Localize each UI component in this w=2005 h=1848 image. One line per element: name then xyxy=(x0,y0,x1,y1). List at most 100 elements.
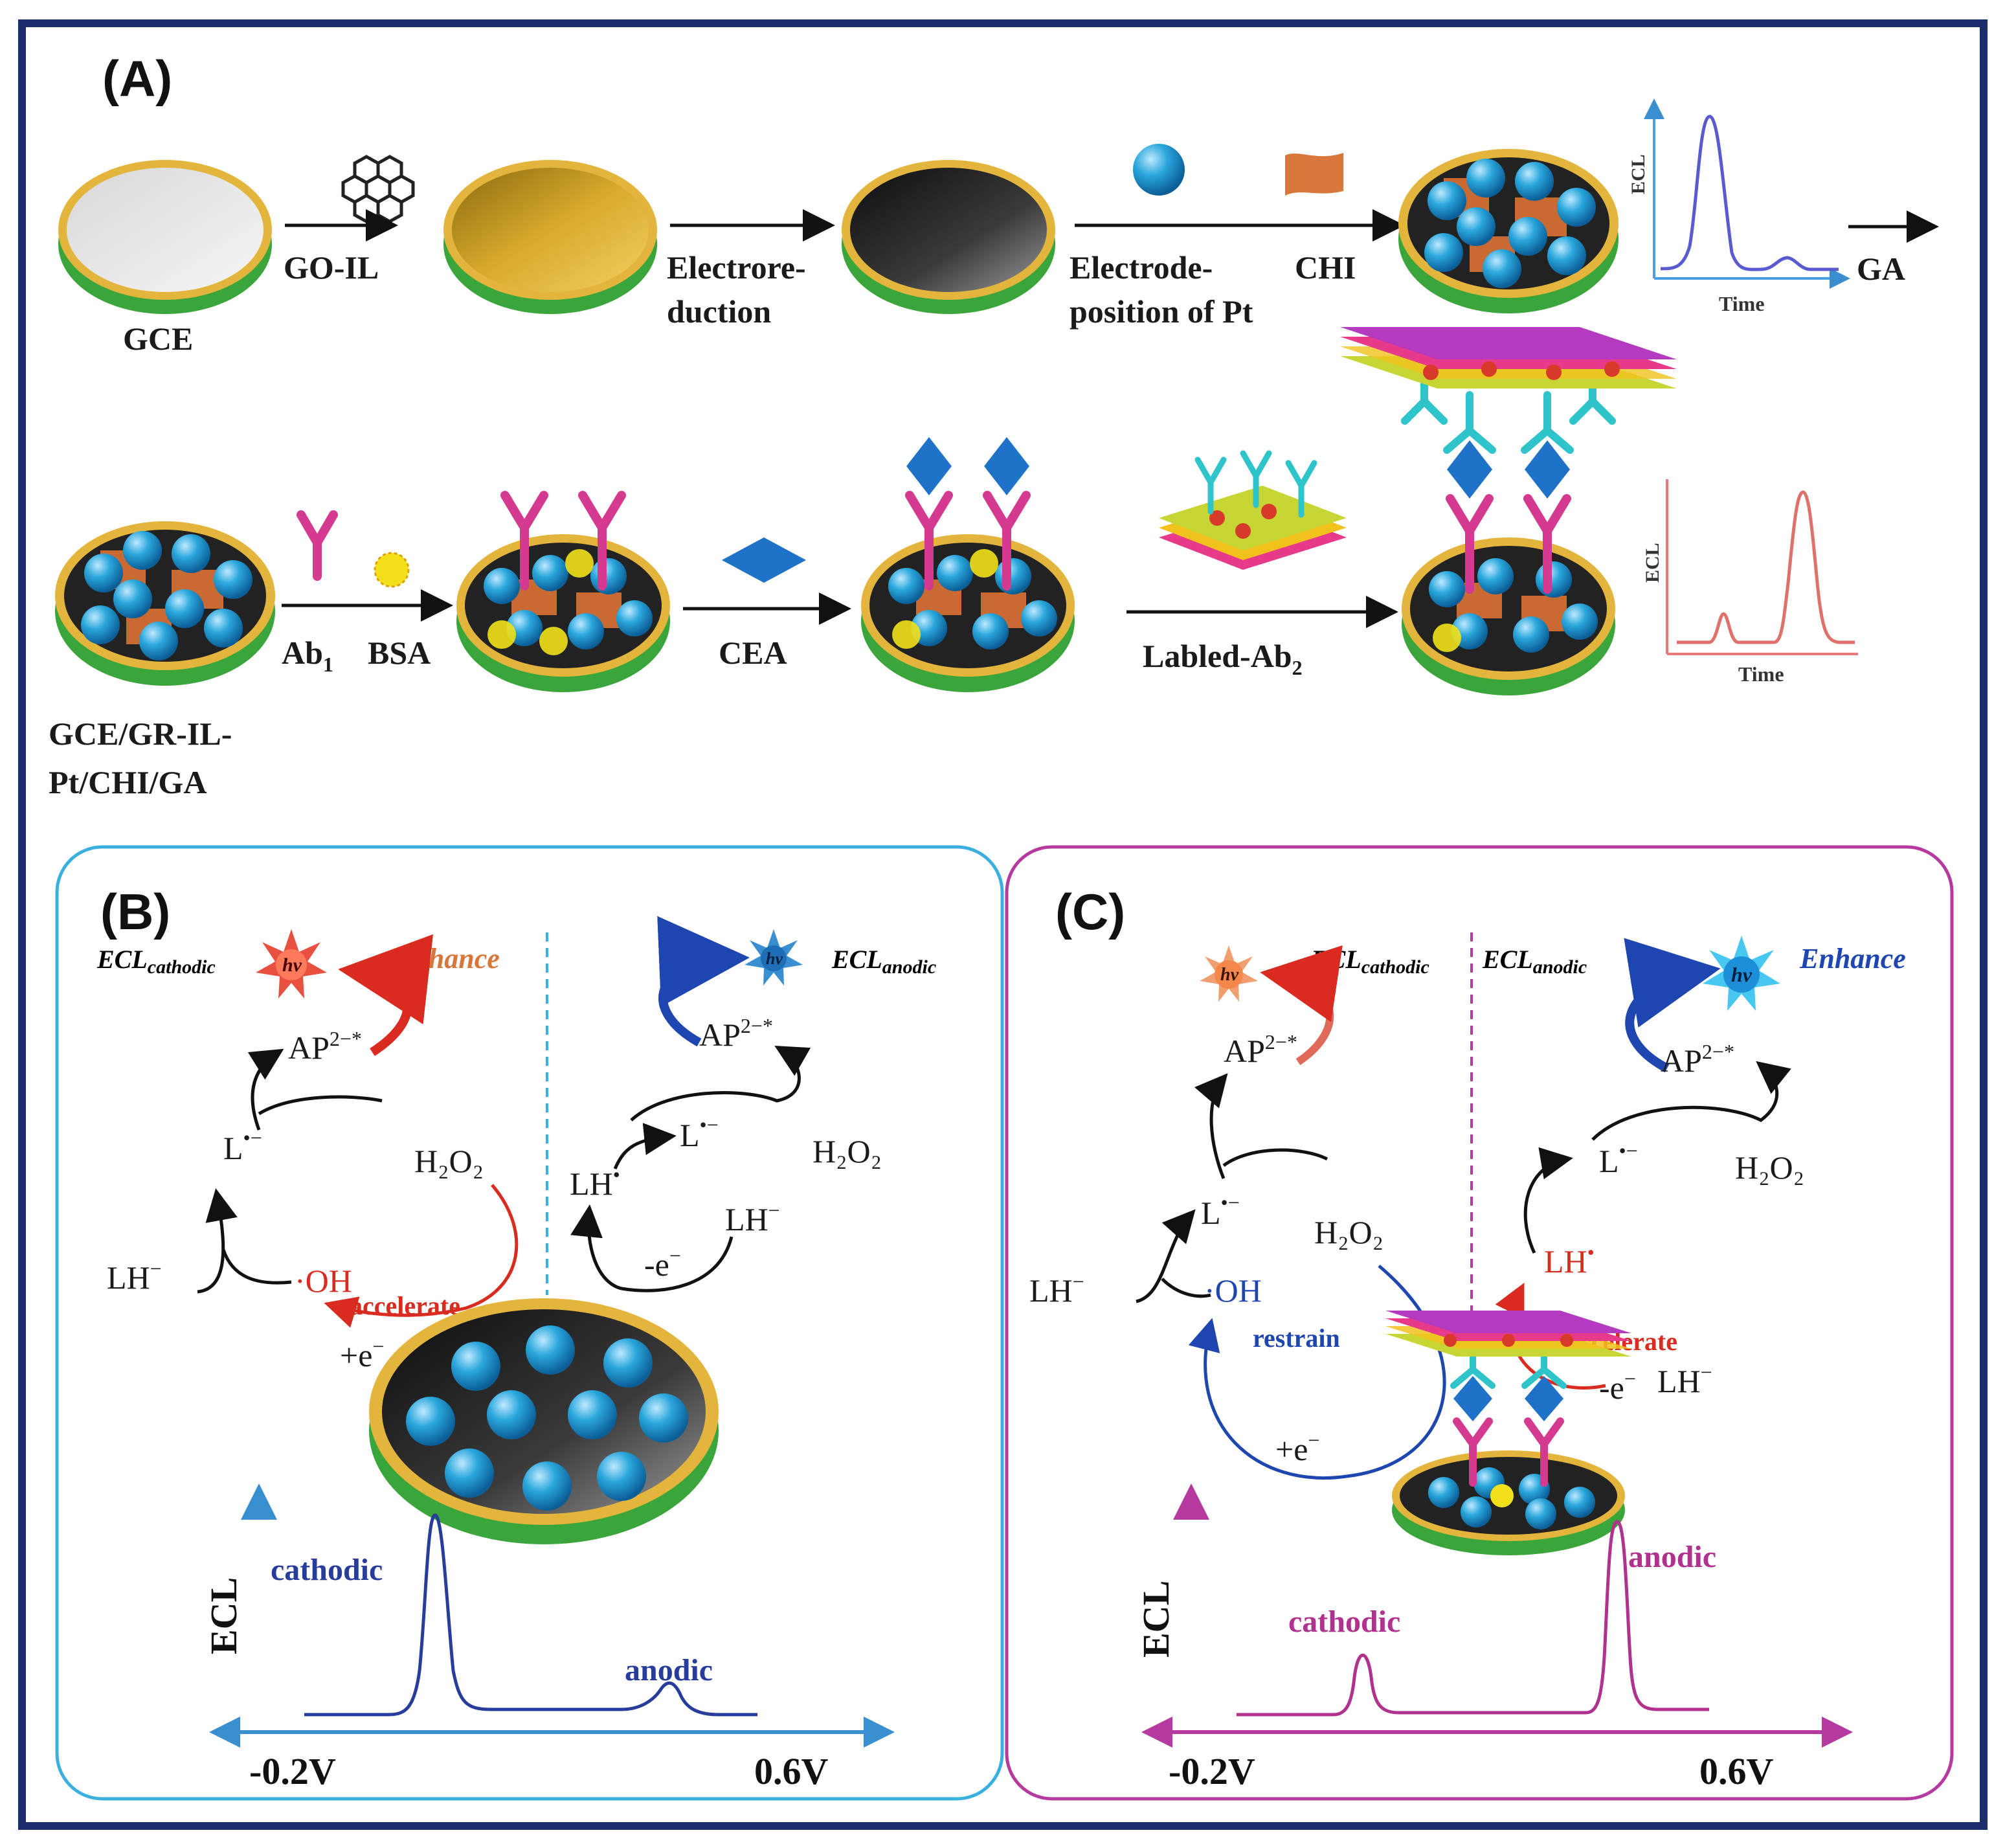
b-x-left: -0.2V xyxy=(249,1750,336,1792)
sandwich-immunosensor xyxy=(1340,327,1677,695)
chitosan-icon xyxy=(1285,153,1343,196)
b-plus-e: +e− xyxy=(340,1335,384,1373)
b-oh-curve xyxy=(221,1249,292,1285)
panel-c-label: (C) xyxy=(1055,883,1125,940)
panel-c-frame xyxy=(1005,845,1954,1801)
panel-a-label: (A) xyxy=(102,50,172,107)
b-ap-left: AP2−* xyxy=(288,1027,362,1066)
c-lh-radical-to-l-arrow xyxy=(1523,1147,1573,1254)
graphene-icon xyxy=(341,155,415,223)
c-hv-cathodic-icon: hv xyxy=(1200,945,1258,1002)
plot-a1-ylabel: ECL xyxy=(1628,154,1649,194)
electrode-go-il xyxy=(443,160,657,314)
b-cathodic-label: cathodic xyxy=(271,1553,383,1587)
c-ecl-anodic-label: ECLanodic xyxy=(1482,945,1587,978)
panel-a-ecl-plot-before: ECL Time xyxy=(1628,98,1850,315)
b-h2o2-join-curve xyxy=(258,1095,383,1116)
b-hv-anodic-icon: hv xyxy=(745,929,803,986)
electrodeposition-label-1: Electrode- xyxy=(1070,249,1213,286)
b-ecl-plot: ECL cathodic anodic -0.2V 0.6V xyxy=(203,1483,895,1792)
electrode-gr-il xyxy=(842,160,1055,314)
bsa-label: BSA xyxy=(368,635,431,671)
electrode-bare-gce xyxy=(58,160,272,314)
electrode-modified xyxy=(55,521,275,686)
b-electrode-pt xyxy=(369,1298,719,1544)
panel-a-ecl-plot-after: ECL Time xyxy=(1642,479,1858,686)
svg-text:hv: hv xyxy=(766,949,783,968)
c-minus-e: -e− xyxy=(1599,1367,1636,1406)
b-ylabel: ECL xyxy=(203,1577,245,1654)
svg-text:hv: hv xyxy=(282,954,302,976)
labeled-ab2-label: Labled-Ab2 xyxy=(1143,638,1303,679)
c-lh-to-l-arrow xyxy=(1136,1209,1196,1303)
b-enhance-label: Enhance xyxy=(393,943,500,975)
b-enhance-arrow xyxy=(338,934,434,1056)
cea-antigen-icon xyxy=(722,537,806,583)
c-lh-minus-right: LH− xyxy=(1657,1360,1712,1399)
b-lh-to-l-arrow xyxy=(197,1188,238,1294)
b-anodic-label: anodic xyxy=(625,1653,713,1687)
c-sandwich-electrode xyxy=(1385,1311,1631,1555)
c-ecl-plot: ECL cathodic anodic -0.2V 0.6V xyxy=(1135,1483,1853,1792)
b-l-radical-left: L•− xyxy=(223,1126,262,1166)
b-anodic-join-curve xyxy=(630,1046,811,1121)
electrode-with-ab1 xyxy=(456,491,670,692)
b-l-to-ap-arrow xyxy=(247,1048,284,1131)
c-anodic-enhance-arrow xyxy=(1624,938,1721,1073)
c-oh-radical: ·OH xyxy=(1204,1272,1262,1309)
svg-text:hv: hv xyxy=(1731,963,1753,986)
electroreduction-label-2: duction xyxy=(667,293,771,330)
ab1-label: Ab1 xyxy=(282,635,333,676)
c-ap-left: AP2−* xyxy=(1224,1030,1297,1069)
b-anodic-emission-arrow xyxy=(657,916,750,1047)
svg-text:hv: hv xyxy=(1220,965,1239,985)
plot-a2-ylabel: ECL xyxy=(1642,543,1663,583)
c-restrain-label: restrain xyxy=(1253,1324,1340,1353)
c-lh-radical: LH• xyxy=(1544,1241,1595,1279)
b-lh-radical: LH• xyxy=(570,1163,620,1202)
c-x-left: -0.2V xyxy=(1169,1750,1255,1792)
b-ecl-curve xyxy=(304,1513,757,1717)
electrode-pt-chi xyxy=(1398,149,1619,313)
b-ecl-anodic-label: ECLanodic xyxy=(831,945,936,978)
c-ecl-curve xyxy=(1237,1520,1709,1717)
b-minus-e: -e− xyxy=(644,1244,681,1283)
b-ap-right: AP2−* xyxy=(699,1014,773,1053)
c-ecl-cathodic-label: ECLcathodic xyxy=(1310,945,1429,978)
outer-frame xyxy=(18,19,1988,1830)
electroreduction-label-1: Electrore- xyxy=(667,249,806,286)
plot-a1-xlabel: Time xyxy=(1719,292,1765,315)
c-ap-right: AP2−* xyxy=(1661,1040,1734,1079)
ga-label: GA xyxy=(1857,251,1905,287)
bsa-icon xyxy=(374,552,410,588)
b-h2o2-to-oh-arrow xyxy=(324,1184,519,1328)
cea-label: CEA xyxy=(719,635,787,671)
c-x-right: 0.6V xyxy=(1699,1750,1774,1792)
antibody-ab1-icon xyxy=(297,510,338,581)
b-accelerate-label: accelerate xyxy=(350,1291,460,1320)
c-l-radical-left: L•− xyxy=(1201,1191,1240,1231)
c-hv-anodic-icon: hv xyxy=(1703,936,1780,1011)
b-lh-radical-to-l-arrow xyxy=(613,1123,677,1169)
electrode-with-cea xyxy=(861,437,1075,692)
b-h2o2-left: H₂O₂ xyxy=(414,1143,484,1179)
panel-b-label: (B) xyxy=(100,883,170,940)
c-cathodic-emission-arrow xyxy=(1260,945,1343,1065)
c-oh-curve xyxy=(1161,1278,1211,1298)
c-enhance-label: Enhance xyxy=(1799,943,1906,975)
c-plus-e: +e− xyxy=(1275,1428,1319,1467)
c-h2o2-left: H₂O₂ xyxy=(1314,1214,1383,1250)
c-ylabel: ECL xyxy=(1135,1581,1177,1658)
b-lh-minus-left: LH− xyxy=(107,1257,162,1296)
c-h2o2-join-curve xyxy=(1222,1148,1328,1167)
c-lh-minus-left: LH− xyxy=(1029,1270,1084,1309)
c-l-to-ap-arrow xyxy=(1194,1073,1228,1179)
gce-label: GCE xyxy=(123,321,193,357)
b-ecl-cathodic-label: ECLcathodic xyxy=(96,945,216,978)
go-il-label: GO-IL xyxy=(284,249,379,286)
electrodeposition-label-2: position of Pt xyxy=(1070,293,1253,330)
modified-electrode-label-1: GCE/GR-IL- xyxy=(49,716,232,752)
c-cathodic-label: cathodic xyxy=(1288,1605,1400,1639)
b-h2o2-right: H₂O₂ xyxy=(812,1133,882,1169)
